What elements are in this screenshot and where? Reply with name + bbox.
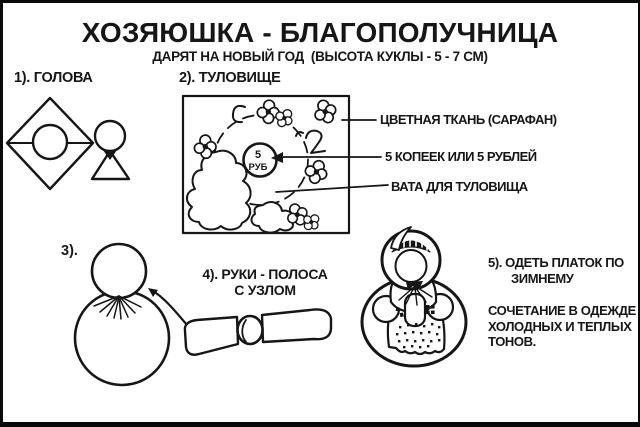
step5-label-line2: ЗИМНЕМУ: [511, 270, 574, 286]
step2-label: 2). ТУЛОВИЩЕ: [179, 70, 281, 86]
step1-head-drawing: [5, 96, 131, 191]
bow-right-wing: [260, 308, 333, 344]
step5-label-line1: 5). ОДЕТЬ ПЛАТОК ПО: [488, 255, 624, 270]
head-ball: [90, 242, 148, 300]
fabric-flower: [300, 155, 332, 188]
arms-arrowhead: [148, 288, 158, 297]
step3-label: 3).: [61, 243, 78, 259]
wrapped-head-knot: [103, 150, 117, 160]
annotation-cotton: ВАТА ДЛЯ ТУЛОВИЩА: [391, 179, 528, 194]
step4-label-line2: С УЗЛОМ: [234, 282, 296, 298]
step5-note: СОЧЕТАНИЕ В ОДЕЖДЕ ХОЛОДНЫХ И ТЕПЛЫХ ТОН…: [488, 303, 636, 349]
page-subtitle: ДАРЯТ НА НОВЫЙ ГОД (ВЫСОТА КУКЛЫ - 5 - 7…: [152, 49, 488, 64]
fabric-squiggle-2: [295, 129, 326, 154]
bow-knot-fold: [241, 319, 247, 343]
coin-value: 5: [255, 149, 261, 161]
doll-sleeve-marks: [395, 305, 435, 318]
fabric-flower: [254, 97, 282, 126]
leader-line-cotton: [275, 184, 389, 193]
annotation-fabric: ЦВЕТНАЯ ТКАНЬ (САРАФАН): [380, 112, 557, 127]
annotation-coin: 5 КОПЕЕК ИЛИ 5 РУБЛЕЙ: [385, 149, 537, 164]
doll-scarf-pleats: [398, 285, 433, 306]
page-title: ХОЗЯЮШКА - БЛАГОПОЛУЧНИЦА: [81, 17, 559, 48]
step3-tied-doll-drawing: [73, 242, 189, 387]
cotton-blob-small: [250, 201, 295, 234]
bow-knot: [236, 314, 264, 346]
step1-label: 1). ГОЛОВА: [14, 70, 93, 86]
coin-currency: РУБ: [249, 162, 268, 173]
step2-body-drawing: 5 РУБ: [181, 94, 389, 235]
step4-label: 4). РУКИ - ПОЛОСА С УЗЛОМ: [200, 266, 330, 298]
step4-arms-drawing: [183, 308, 333, 356]
arms-arrow-curve: [154, 291, 189, 327]
step5-label: 5). ОДЕТЬ ПЛАТОК ПО ЗИМНЕМУ: [488, 255, 624, 286]
fabric-flower: [310, 96, 340, 127]
step5-finished-doll-drawing: [360, 226, 468, 368]
bow-left-wing: [183, 315, 240, 356]
doll-face: [394, 249, 428, 283]
doll-apron-dots: [396, 323, 441, 349]
step4-label-line1: 4). РУКИ - ПОЛОСА: [202, 266, 328, 282]
cotton-blob-large: [186, 149, 252, 231]
wrapped-head-circle: [93, 119, 127, 153]
doll-hanging-tie: [403, 292, 427, 328]
doll-scarf-crescent: [390, 226, 412, 251]
neck-gather-lines: [93, 295, 142, 320]
fabric-curl: [231, 104, 246, 124]
cotton-ball-circle: [31, 123, 69, 161]
leader-arrowhead-coin: [271, 152, 283, 163]
wrapped-head-skirt: [90, 149, 131, 181]
